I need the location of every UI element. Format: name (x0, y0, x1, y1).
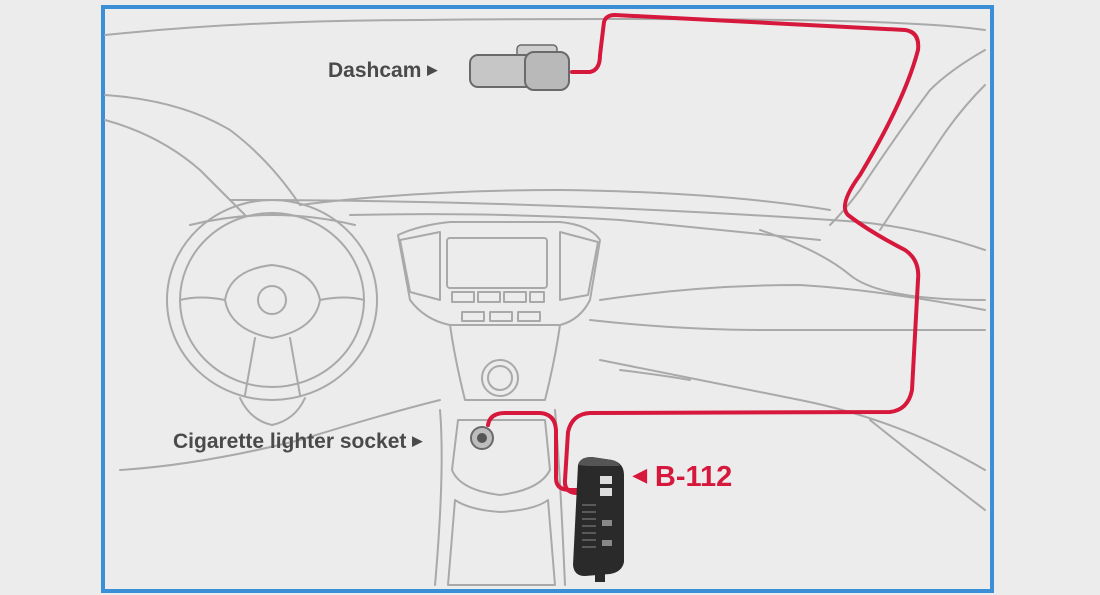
dashcam-label-text: Dashcam (328, 59, 422, 82)
steering-spoke-right (319, 296, 365, 301)
steering-spoke-bottom (244, 337, 301, 396)
steering-wheel-outer (166, 199, 378, 401)
door-right (869, 419, 986, 511)
console-button-5 (461, 311, 485, 322)
console-button-3 (503, 291, 527, 303)
left-vent (399, 231, 441, 301)
a-pillar-left-outer (104, 119, 246, 216)
a-pillar-right-outer (879, 84, 986, 231)
console-lower (449, 324, 561, 401)
climate-knob (481, 359, 519, 397)
console-button-7 (517, 311, 541, 322)
console-button-1 (451, 291, 475, 303)
dashboard-bottom (119, 399, 441, 471)
console-button-2 (477, 291, 501, 303)
dashboard-line-2 (349, 213, 821, 241)
right-vent (559, 231, 599, 301)
center-tunnel (434, 409, 443, 586)
triangle-left-icon: ◀ (633, 465, 647, 486)
a-pillar-left (104, 94, 301, 206)
triangle-right-icon: ▶ (427, 61, 438, 77)
glovebox-line (599, 359, 986, 471)
a-pillar-right (829, 49, 986, 226)
glovebox-line-2 (619, 369, 691, 381)
steering-spoke-left (179, 296, 226, 301)
steering-wheel-hub (224, 264, 321, 339)
climate-knob-inner (487, 365, 513, 391)
armrest (447, 499, 556, 586)
infotainment-screen (446, 237, 548, 289)
console-frame (397, 221, 601, 326)
diagram-frame (101, 5, 994, 593)
console-button-4 (529, 291, 545, 303)
cigarette-socket-label-text: Cigarette lighter socket (173, 430, 407, 453)
device-label-text: B-112 (654, 461, 733, 493)
windshield-lower-edge (299, 189, 831, 211)
cigarette-socket-label: Cigarette lighter socket ▶ (173, 431, 422, 452)
triangle-right-icon: ▶ (412, 432, 423, 448)
steering-column (239, 397, 306, 426)
windshield-outline (104, 18, 986, 36)
dashboard-right-lower (599, 284, 986, 311)
shifter-surround (451, 419, 551, 496)
power-cable (486, 13, 921, 495)
socket-center (477, 433, 487, 443)
device-label: ◀ B-112 (633, 463, 732, 492)
dashboard-right-shelf (589, 319, 986, 332)
dashboard-top (229, 199, 986, 251)
dashcam-label: Dashcam ▶ (328, 60, 437, 81)
dashcam-icon (469, 44, 570, 91)
dashboard-right (759, 229, 986, 301)
steering-wheel-inner (179, 212, 365, 388)
steering-logo (257, 285, 287, 315)
b112-device-icon (573, 457, 624, 582)
console-button-6 (489, 311, 513, 322)
instrument-hood (189, 214, 356, 226)
